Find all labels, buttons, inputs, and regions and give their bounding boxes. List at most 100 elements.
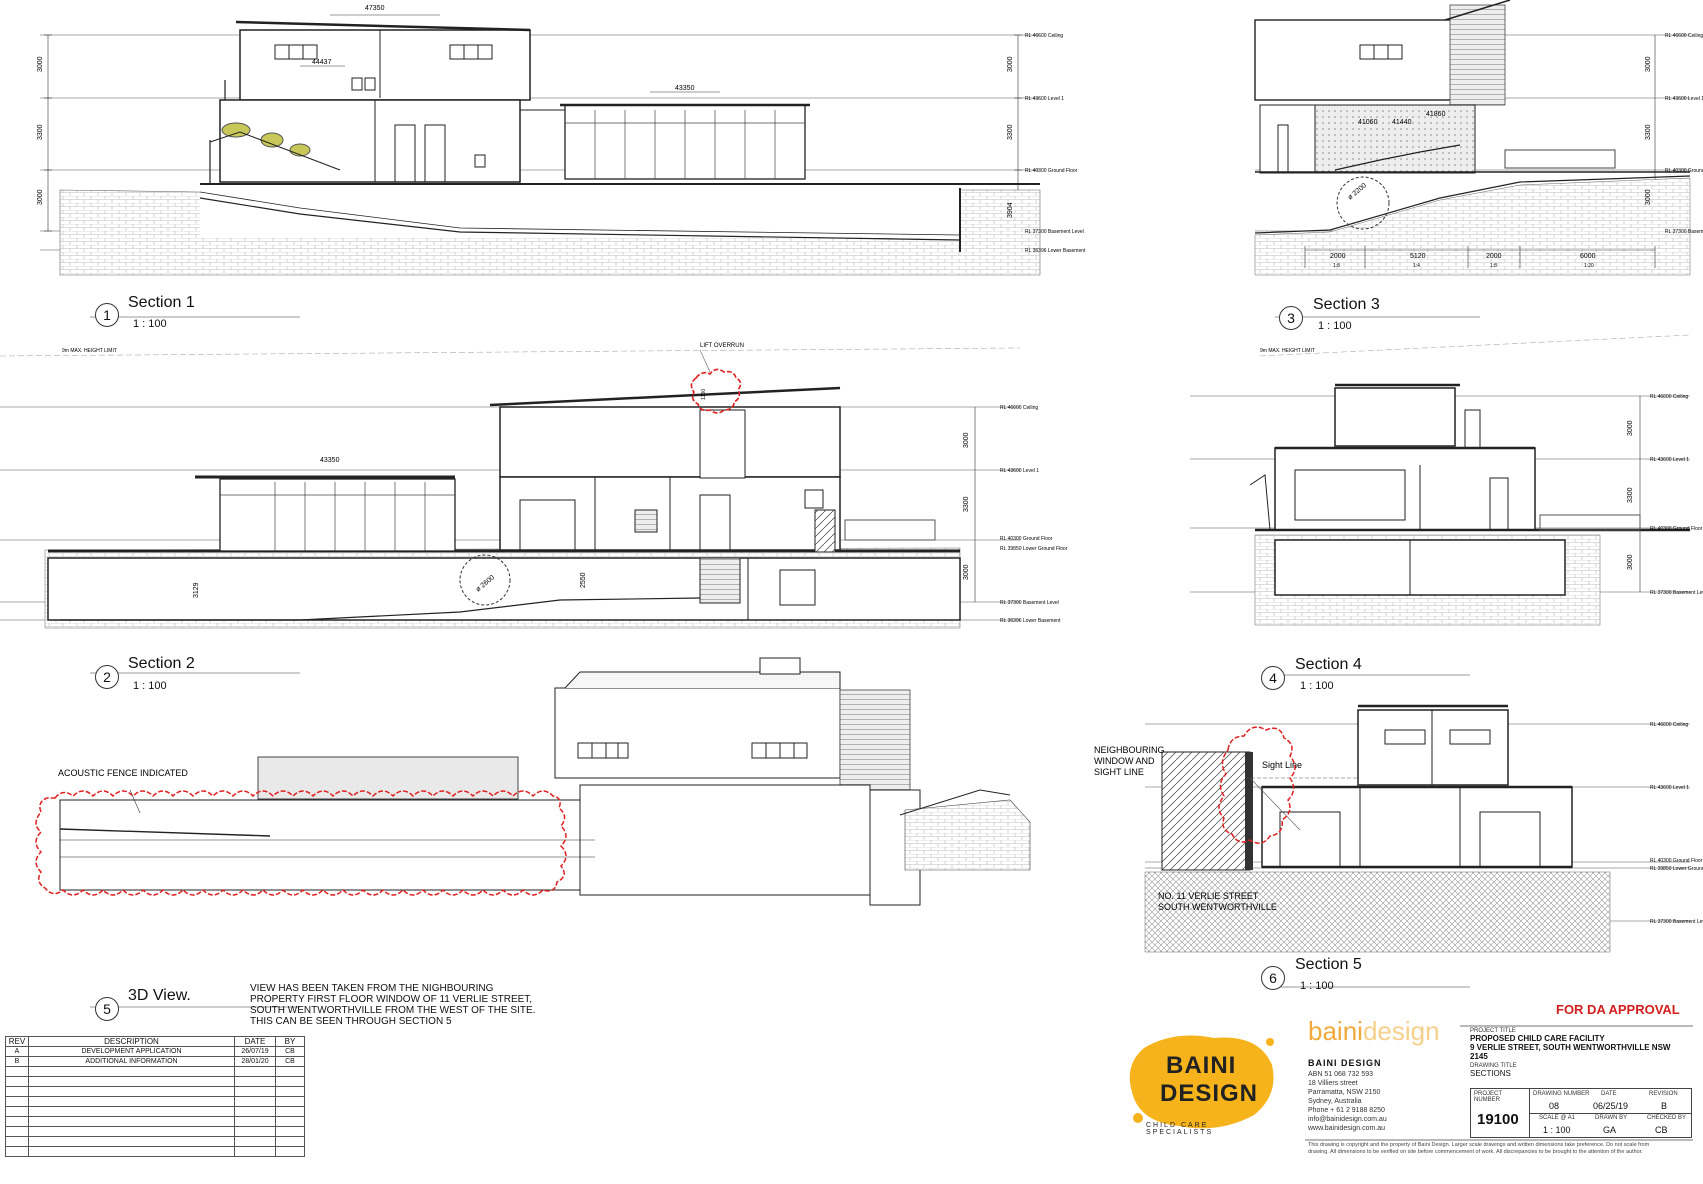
company-details: ABN 51 068 732 593 18 Villiers street Pa… (1308, 1070, 1387, 1133)
table-row (5, 1116, 305, 1127)
svg-text:3300: 3300 (1645, 124, 1652, 140)
section-5-drawing (1144, 704, 1690, 953)
by-cell: CB (275, 1046, 305, 1057)
svg-text:3000: 3000 (963, 432, 970, 448)
3d-view-labels: ACOUSTIC FENCE INDICATED (58, 768, 188, 778)
table-row (5, 1086, 305, 1097)
table-row: B ADDITIONAL INFORMATION 28/01/20 CB (5, 1056, 305, 1067)
rev-cell: A (5, 1046, 29, 1057)
section-1-scale: 1 : 100 (133, 318, 167, 330)
description-col-header: DESCRIPTION (28, 1036, 235, 1047)
svg-text:2000: 2000 (1330, 253, 1346, 260)
view-note-line: PROPERTY FIRST FLOOR WINDOW OF 11 VERLIE… (250, 994, 533, 1005)
svg-text:3300: 3300 (37, 124, 44, 140)
disclaimer-line: drawing. All dimensions to be verified o… (1308, 1149, 1643, 1155)
svg-text:3000: 3000 (1645, 189, 1652, 205)
svg-text:3000: 3000 (1627, 554, 1634, 570)
section-3-number: 3 (1279, 306, 1303, 330)
3d-view-title: 3D View. (128, 987, 191, 1004)
company-line: Sydney, Australia (1308, 1098, 1362, 1105)
table-row: A DEVELOPMENT APPLICATION 26/07/19 CB (5, 1046, 305, 1057)
section-5-labels: NEIGHBOURING WINDOW AND SIGHT LINE Sight… (1094, 722, 1703, 925)
svg-text:3000: 3000 (1007, 56, 1014, 72)
svg-text:RL 37300 Basement Level: RL 37300 Basement Level (1665, 229, 1703, 235)
scale-value: 1 : 100 (1543, 1125, 1571, 1135)
svg-text:RL 36396 Lower Basement: RL 36396 Lower Basement (1025, 248, 1086, 254)
baini-logo: BAINI DESIGN CHILD CARE SPECIALISTS (1124, 1030, 1279, 1136)
date-cell: 28/01/20 (234, 1056, 276, 1067)
table-row (5, 1096, 305, 1107)
section-4-scale: 1 : 100 (1300, 680, 1334, 692)
svg-text:3904: 3904 (1007, 202, 1014, 218)
view-note: VIEW HAS BEEN TAKEN FROM THE NIGHBOURING… (250, 983, 570, 1027)
section-4-number: 4 (1261, 666, 1285, 690)
brand-wordmark-b: design (1362, 1016, 1440, 1046)
revision-header-row: REV DESCRIPTION DATE BY (5, 1036, 305, 1047)
section-2-drawing (0, 347, 1021, 629)
svg-text:41860: 41860 (1426, 111, 1446, 118)
checked-by-label: CHECKED BY (1647, 1115, 1687, 1121)
svg-text:RL 40300 Ground Floor: RL 40300 Ground Floor (1025, 168, 1078, 174)
company-name: BAINI DESIGN (1308, 1058, 1382, 1068)
table-row (5, 1066, 305, 1077)
svg-text:3300: 3300 (1627, 487, 1634, 503)
svg-text:RL 40300 Ground Floor: RL 40300 Ground Floor (1000, 536, 1053, 542)
revision-table: REV DESCRIPTION DATE BY A DEVELOPMENT AP… (5, 1036, 305, 1157)
svg-text:9m MAX. HEIGHT LIMIT: 9m MAX. HEIGHT LIMIT (1260, 348, 1315, 354)
svg-text:RL 46600 Ceiling: RL 46600 Ceiling (1650, 394, 1688, 400)
svg-text:RL 46600 Ceiling: RL 46600 Ceiling (1025, 33, 1063, 39)
logo-tagline: CHILD CARE SPECIALISTS (1146, 1122, 1214, 1136)
project-number: 19100 (1477, 1111, 1519, 1128)
section-4-title: Section 4 (1295, 656, 1362, 673)
svg-text:1300: 1300 (701, 389, 707, 400)
scale-label: SCALE @ A1 (1539, 1115, 1576, 1121)
date-cell: 26/07/19 (234, 1046, 276, 1057)
svg-text:43350: 43350 (675, 85, 695, 92)
svg-text:RL 43600 Level 1: RL 43600 Level 1 (1650, 785, 1689, 791)
section-2-number: 2 (95, 665, 119, 689)
svg-text:3300: 3300 (963, 496, 970, 512)
date-col-header: DATE (234, 1036, 276, 1047)
section-2-title: Section 2 (128, 655, 195, 672)
svg-text:RL 46600 Ceiling: RL 46600 Ceiling (1000, 405, 1038, 411)
3d-view-drawing (35, 657, 1031, 906)
company-line: ABN 51 068 732 593 (1308, 1071, 1373, 1078)
date-value: 06/25/19 (1593, 1101, 1629, 1111)
svg-text:5120: 5120 (1410, 253, 1426, 260)
section-2-scale: 1 : 100 (133, 680, 167, 692)
section-3-drawing (1254, 0, 1691, 276)
section-1-title: Section 1 (128, 294, 195, 311)
svg-text:43350: 43350 (320, 457, 340, 464)
section-5-title: Section 5 (1295, 956, 1362, 973)
title-info-grid: PROJECT NUMBER 19100 DRAWING NUMBER 08 D… (1470, 1088, 1692, 1138)
company-line: www.bainidesign.com.au (1308, 1125, 1386, 1132)
svg-text:RL 37300 Basement Level: RL 37300 Basement Level (1650, 919, 1703, 925)
project-title-2: 9 VERLIE STREET, SOUTH WENTWORTHVILLE NS… (1470, 1043, 1671, 1061)
section-5-number: 6 (1261, 966, 1285, 990)
disclaimer-line: This drawing is copyright and the proper… (1308, 1142, 1650, 1148)
section-1-labels: 47350 44437 43350 3000 3300 3000 3000 33… (37, 5, 1086, 254)
svg-text:3000: 3000 (1627, 420, 1634, 436)
company-line: Parramatta, NSW 2150 (1308, 1089, 1381, 1096)
section-3-title: Section 3 (1313, 296, 1380, 313)
rev-cell: B (5, 1056, 29, 1067)
svg-text:3000: 3000 (1645, 56, 1652, 72)
logo-text-2: DESIGN (1160, 1080, 1259, 1107)
description-cell: DEVELOPMENT APPLICATION (28, 1046, 235, 1057)
logo-text-1: BAINI (1166, 1052, 1237, 1079)
info-row-2: SCALE @ A1 1 : 100 DRAWN BY GA CHECKED B… (1529, 1113, 1691, 1137)
disclaimer: This drawing is copyright and the proper… (1308, 1142, 1693, 1156)
svg-text:6000: 6000 (1580, 253, 1596, 260)
svg-text:SOUTH WENTWORTHVILLE: SOUTH WENTWORTHVILLE (1158, 902, 1277, 912)
svg-text:1:8: 1:8 (1333, 263, 1340, 269)
project-number-cell: PROJECT NUMBER 19100 (1471, 1089, 1530, 1137)
svg-text:RL 43600 Level 1: RL 43600 Level 1 (1000, 468, 1039, 474)
svg-text:RL 43600 Level 1: RL 43600 Level 1 (1665, 96, 1703, 102)
section-4-labels: 9m MAX. HEIGHT LIMIT 3000 3300 3000 RL 4… (1260, 348, 1703, 596)
heading-rules (90, 316, 1480, 1008)
drawing-title-label: DRAWING TITLE (1470, 1063, 1517, 1069)
checked-by-value: CB (1655, 1125, 1668, 1135)
table-row (5, 1106, 305, 1117)
drawing-title: SECTIONS (1470, 1069, 1511, 1078)
drawing-number-label: DRAWING NUMBER (1533, 1091, 1590, 1097)
